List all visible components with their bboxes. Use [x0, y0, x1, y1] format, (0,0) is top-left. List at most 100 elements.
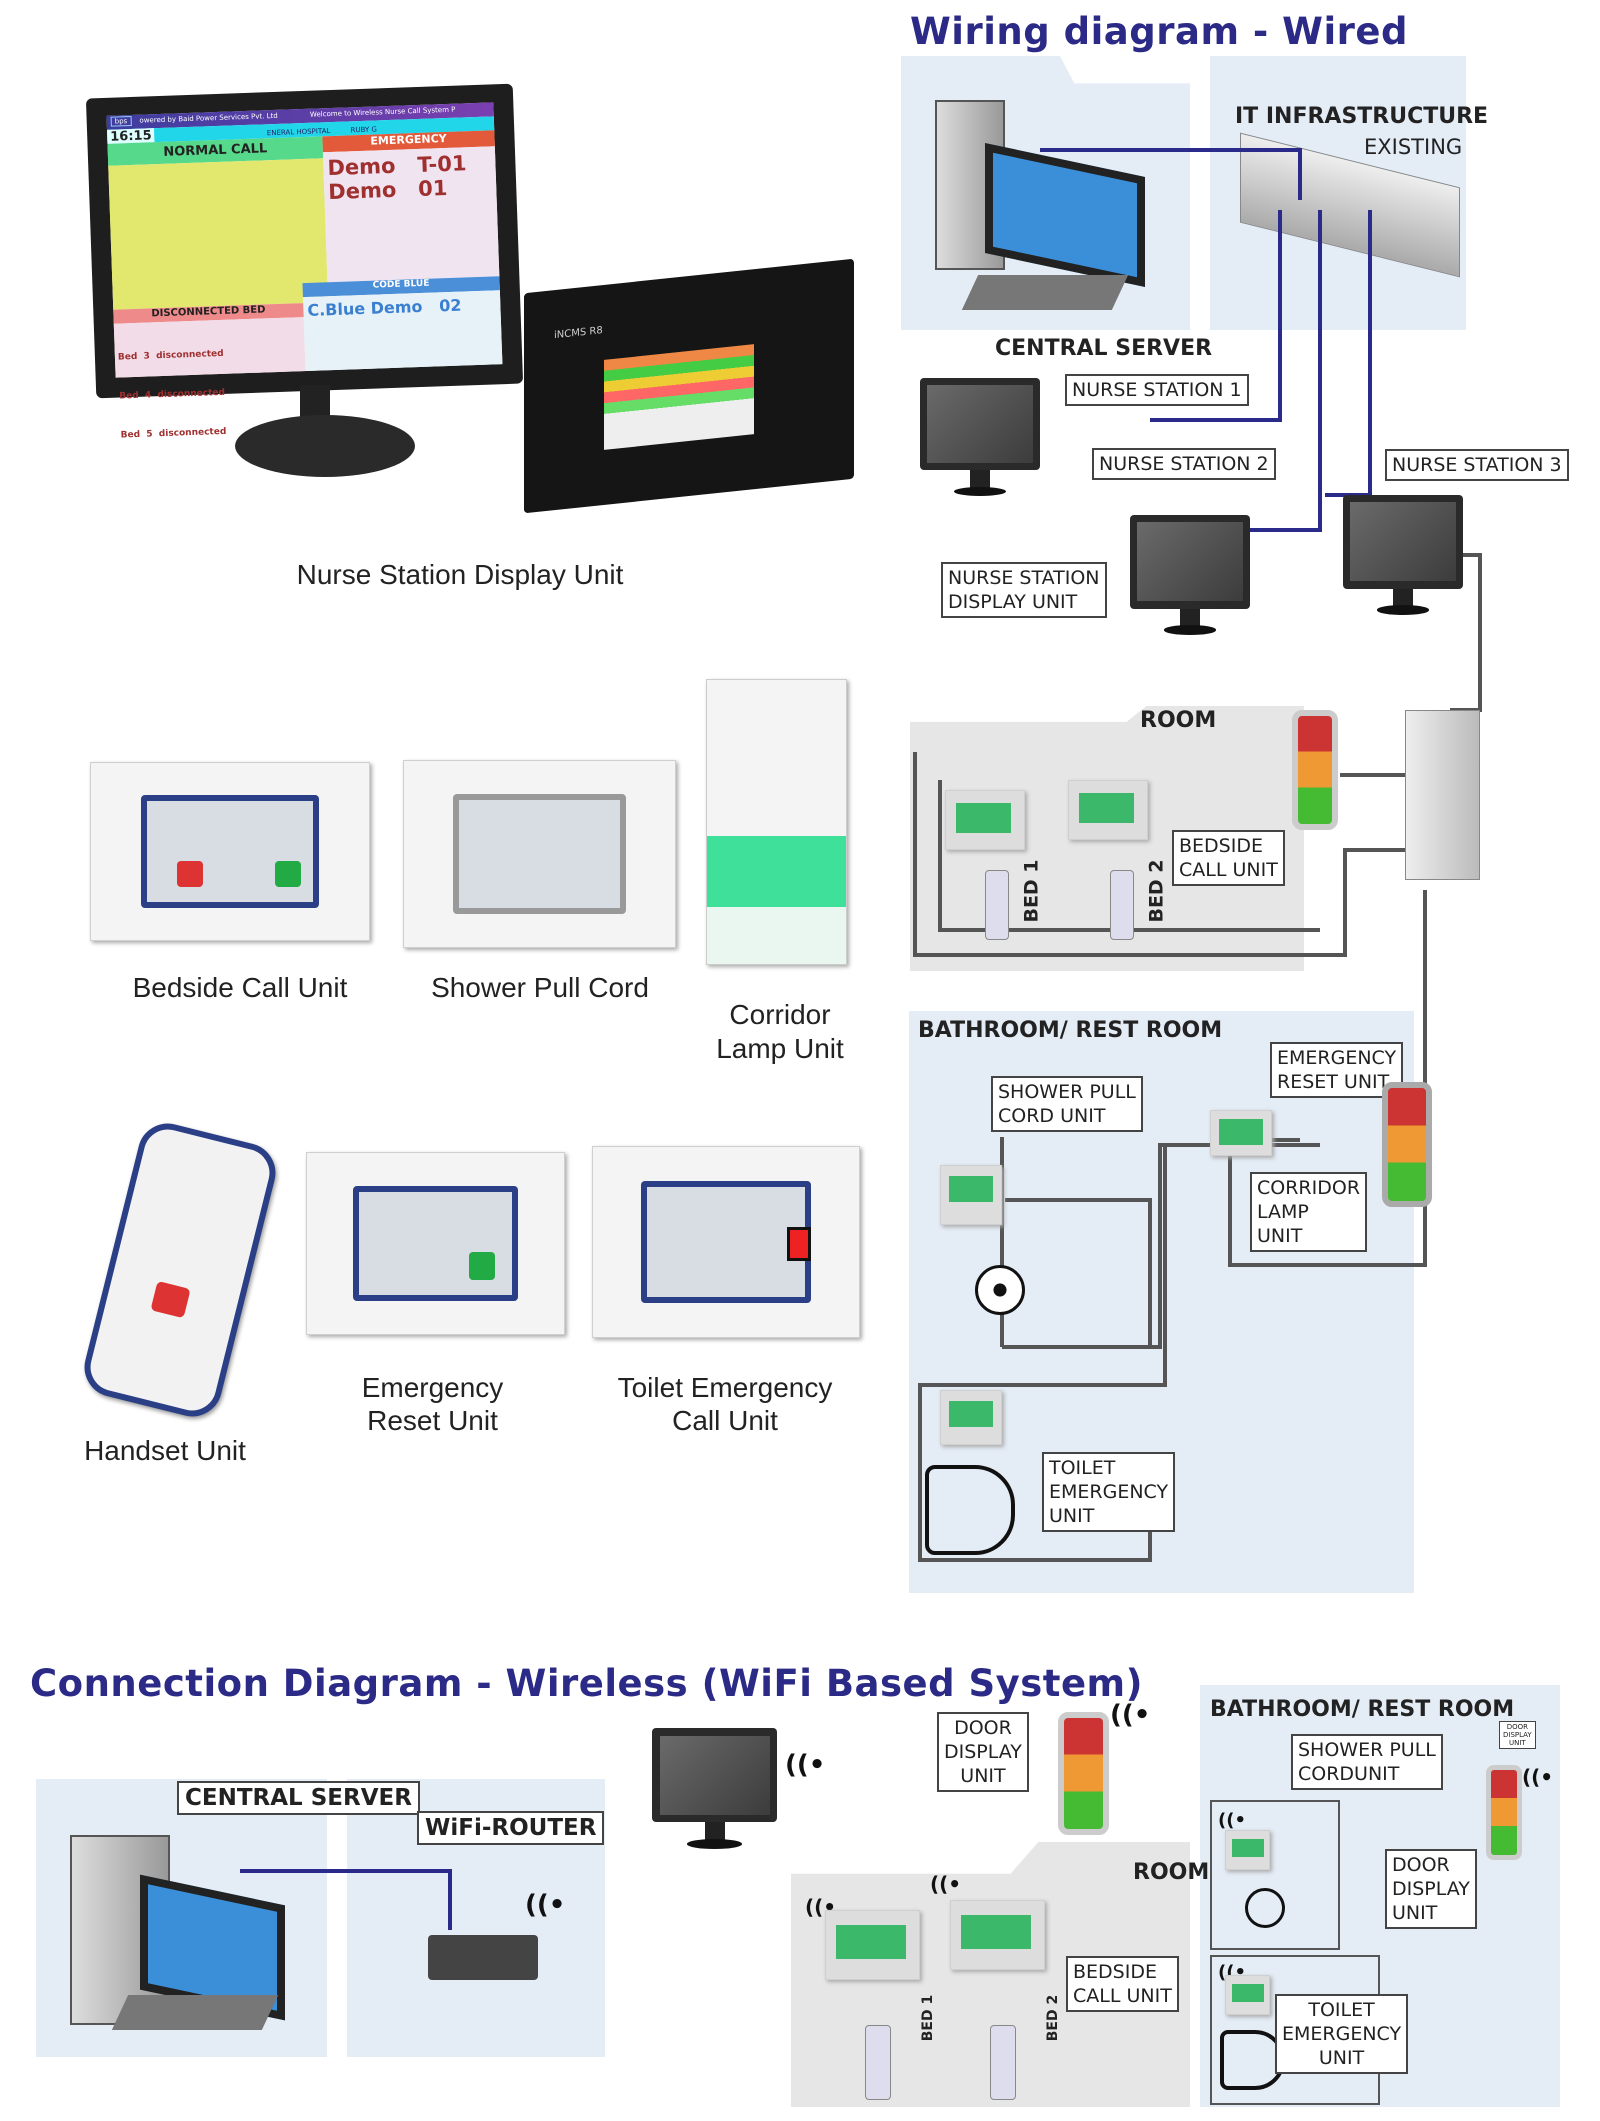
existing-label: EXISTING [1364, 135, 1463, 159]
wireless-bed-2-handset [990, 2025, 1016, 2100]
caption-emergency-reset-line2: Reset Unit [367, 1405, 498, 1436]
label-line: RESET UNIT [1277, 1071, 1390, 1093]
toilet-emergency-photo [592, 1146, 860, 1338]
caption-corridor-lamp-line2: Lamp Unit [716, 1033, 844, 1064]
label-line: UNIT [1257, 1225, 1303, 1247]
corridor-lamp-device [1382, 1082, 1432, 1207]
shower-icon [975, 1265, 1025, 1315]
caption-nurse-station-display-unit: Nurse Station Display Unit [296, 559, 624, 590]
wireless-title: Connection Diagram - Wireless (WiFi Base… [30, 1662, 1144, 1705]
shower-pull-cord-photo [403, 760, 676, 948]
router-wifi-icon: ((• [525, 1890, 566, 1920]
caption-corridor-lamp-line1: Corridor [729, 999, 831, 1030]
label-line: DISPLAY UNIT [948, 591, 1078, 613]
toilet-icon [925, 1465, 1015, 1555]
label-line: EMERGENCY [1277, 1047, 1397, 1069]
label-line: EMERGENCY [1282, 2023, 1402, 2045]
label-line: UNIT [1049, 1505, 1095, 1527]
bed-1-handset [985, 870, 1009, 940]
bed-1-call-unit [945, 790, 1025, 850]
wireless-bed-1-unit [825, 1910, 920, 1980]
label-line: UNIT [1509, 1739, 1526, 1747]
nurse-station-3-monitor [1343, 495, 1463, 615]
bed-2-handset [1110, 870, 1134, 940]
label-line: DISPLAY [1503, 1731, 1532, 1739]
it-infrastructure-label: IT INFRASTRUCTURE [1235, 104, 1489, 129]
monitor-wifi-icon: ((• [785, 1750, 826, 1780]
junction-box [1405, 710, 1480, 880]
bed-2-call-unit [1068, 780, 1148, 840]
corridor-lamp-photo [706, 679, 847, 965]
label-line: BEDSIDE [1073, 1961, 1157, 1983]
label-line: LAMP [1257, 1201, 1309, 1223]
wireless-bed-2-label: BED 2 [1045, 1994, 1062, 2042]
label-line: CORDUNIT [1298, 1763, 1400, 1785]
label-line: DISPLAY [1392, 1878, 1470, 1900]
shower-wifi-icon: ((• [1218, 1810, 1246, 1831]
nurse-station-3-label: NURSE STATION 3 [1385, 449, 1569, 481]
nurse-station-1-label: NURSE STATION 1 [1065, 374, 1249, 406]
wifi-router-label: WiFi-ROUTER [417, 1811, 605, 1845]
wireless-shower-icon [1245, 1888, 1285, 1928]
door-lamp-wifi-icon: ((• [1110, 1700, 1151, 1730]
wireless-room-label: ROOM [1133, 1860, 1210, 1885]
emergency-reset-photo [306, 1152, 565, 1335]
label-line: NURSE STATION [948, 567, 1100, 589]
caption-toilet-emergency-line1: Toilet Emergency [617, 1372, 833, 1403]
wifi-router [428, 1935, 538, 1980]
nurse-station-2-monitor [1130, 515, 1250, 635]
toilet-emergency-device [940, 1390, 1002, 1445]
shower-pull-device [940, 1165, 1002, 1225]
caption-toilet-emergency-line2: Call Unit [672, 1405, 778, 1436]
shower-area [1210, 1800, 1340, 1950]
caption-handset-unit: Handset Unit [84, 1435, 246, 1466]
nurse-station-2-label: NURSE STATION 2 [1092, 448, 1276, 480]
label-line: SHOWER PULL [1298, 1739, 1436, 1761]
bedside-call-unit-photo [90, 762, 370, 941]
door-display-lamp [1058, 1712, 1109, 1835]
bathroom-door-wifi-icon: ((• [1522, 1765, 1554, 1789]
wireless-bed-1-label: BED 1 [920, 1994, 937, 2042]
wireless-nurse-monitor [652, 1728, 777, 1849]
label-line: BEDSIDE [1179, 835, 1263, 857]
caption-bedside-call-unit: Bedside Call Unit [132, 972, 348, 1003]
label-line: EMERGENCY [1049, 1481, 1169, 1503]
nurse-station-1-monitor [920, 378, 1040, 496]
label-line: TOILET [1049, 1457, 1116, 1479]
wireless-shower-device [1225, 1830, 1270, 1870]
label-line: UNIT [960, 1765, 1006, 1787]
label-line: TOILET [1308, 1999, 1375, 2021]
label-line: CALL UNIT [1179, 859, 1278, 881]
wireless-bed-2-unit [950, 1900, 1045, 1970]
central-server-label: CENTRAL SERVER [995, 336, 1213, 361]
room-door-lamp [1292, 710, 1338, 830]
label-line: UNIT [1392, 1902, 1438, 1924]
label-line: DISPLAY [944, 1741, 1022, 1763]
label-line: DOOR [954, 1717, 1012, 1739]
label-line: DOOR [1392, 1854, 1450, 1876]
bathroom-label: BATHROOM/ REST ROOM [918, 1018, 1223, 1043]
caption-shower-pull-cord: Shower Pull Cord [431, 972, 649, 1003]
label-line: CORRIDOR [1257, 1177, 1361, 1199]
bed-2-wifi-icon: ((• [930, 1872, 962, 1896]
wireless-bathroom-label: BATHROOM/ REST ROOM [1210, 1697, 1515, 1722]
label-line: CALL UNIT [1073, 1985, 1172, 2007]
monitor-base [235, 415, 415, 477]
label-line: DOOR [1506, 1723, 1528, 1731]
wireless-central-server-label: CENTRAL SERVER [177, 1781, 420, 1815]
bathroom-door-lamp [1486, 1765, 1522, 1860]
label-line: SHOWER PULL [998, 1081, 1136, 1103]
caption-emergency-reset-line1: Emergency [361, 1372, 504, 1403]
